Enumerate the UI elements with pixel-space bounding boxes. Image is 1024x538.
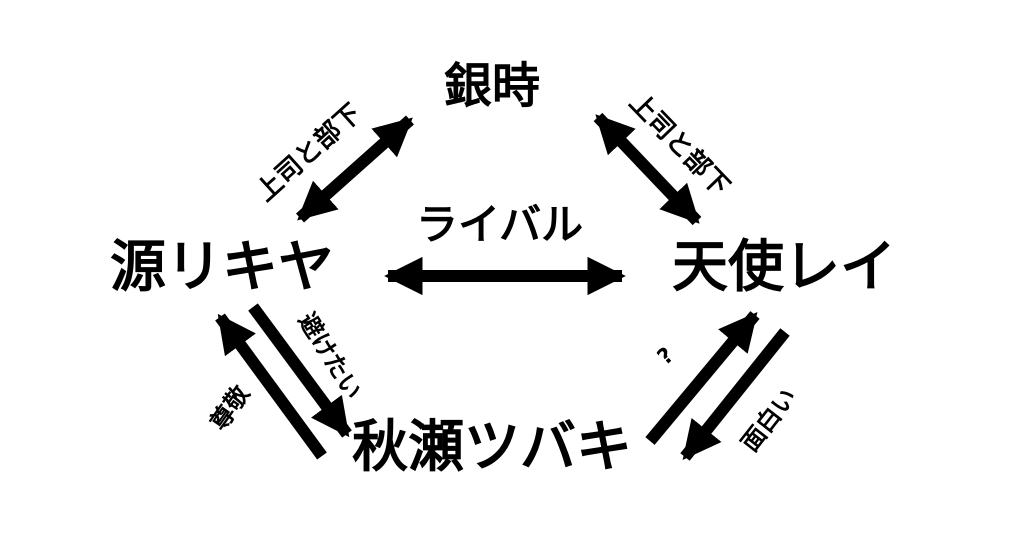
arrow-gintoki-rei <box>593 112 702 226</box>
arrow-tsubaki-to-rikiya <box>215 313 327 460</box>
arrow-gintoki-rikiya <box>296 115 414 223</box>
arrow-tsubaki-to-rei <box>645 311 760 445</box>
node-rei: 天使レイ <box>672 235 896 300</box>
arrow-rei-to-tsubaki <box>680 328 790 461</box>
node-rikiya: 源リキヤ <box>110 235 334 300</box>
node-gintoki: 銀時 <box>444 58 541 114</box>
arrow-rikiya-to-tsubaki <box>248 303 352 438</box>
label-rikiya-rei: ライバル <box>416 200 584 249</box>
node-tsubaki: 秋瀬ツバキ <box>352 415 632 480</box>
